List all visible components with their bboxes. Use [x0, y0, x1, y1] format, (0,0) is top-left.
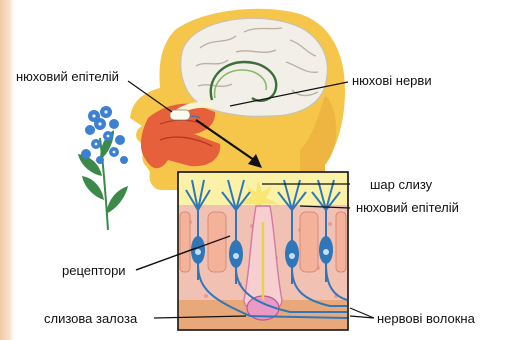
label-mucus-layer: шар слизу [370, 178, 432, 192]
flower-illustration [78, 106, 128, 230]
label-olfactory-epithelium-top: нюховий епітелій [16, 70, 119, 84]
label-mucous-gland: слизова залоза [44, 312, 137, 326]
label-receptors: рецептори [62, 264, 126, 278]
label-olfactory-epithelium-right: нюховий епітелій [356, 201, 459, 215]
label-nerve-fibers: нервові волокна [377, 312, 475, 326]
label-olfactory-nerves: нюхові нерви [352, 74, 432, 88]
epithelium-inset [178, 172, 348, 330]
